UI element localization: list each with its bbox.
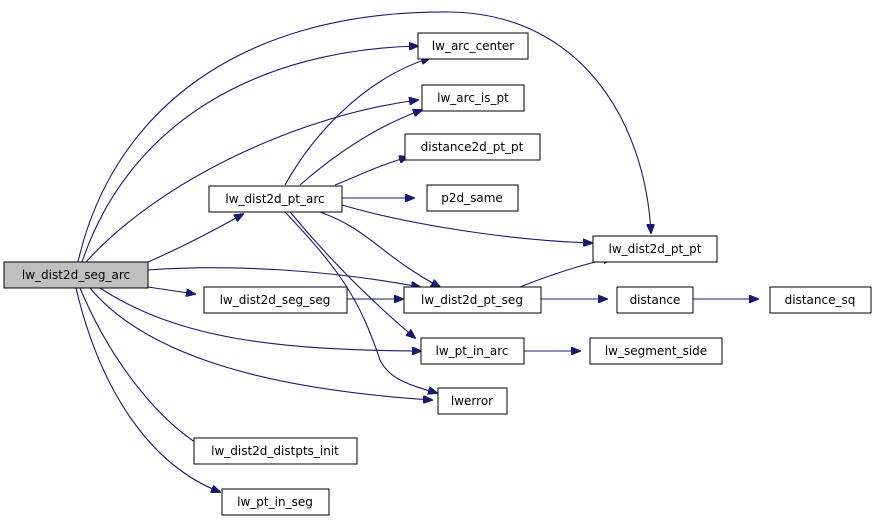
node-box (426, 184, 519, 212)
node-lwerror[interactable]: lwerror (437, 387, 508, 415)
node-box (769, 286, 872, 314)
node-label: lw_dist2d_distpts_init (211, 444, 339, 458)
edge-seg_arc-distpts_init (79, 287, 210, 451)
node-box (417, 32, 529, 60)
node-label: lw_segment_side (605, 344, 707, 358)
node-lw_pt_in_arc[interactable]: lw_pt_in_arc (420, 337, 525, 365)
node-label: lw_pt_in_arc (435, 344, 508, 358)
edge-seg_arc-arc_is_pt (85, 100, 418, 263)
edges (75, 11, 758, 492)
edge-seg_arc-pt_in_arc (99, 287, 421, 351)
node-box (437, 387, 508, 415)
node-lw_pt_in_seg[interactable]: lw_pt_in_seg (221, 488, 330, 516)
node-lw_segment_side[interactable]: lw_segment_side (589, 337, 723, 365)
edge-seg_arc-lwerror (89, 287, 432, 400)
node-label: distance2d_pt_pt (421, 140, 524, 154)
node-box (403, 286, 542, 314)
node-label: lw_dist2d_seg_seg (220, 293, 331, 307)
node-lw_dist2d_pt_seg[interactable]: lw_dist2d_pt_seg (403, 286, 542, 314)
node-box (203, 286, 348, 314)
edge-pt_arc-lwerror (284, 211, 437, 393)
node-lw_arc_center[interactable]: lw_arc_center (417, 32, 529, 60)
node-label: distance_sq (785, 293, 856, 307)
node-label: distance (630, 293, 681, 307)
edge-pt_arc-pt_in_arc (289, 211, 415, 338)
edge-pt_arc-distance2d (334, 157, 408, 186)
node-lw_dist2d_distpts_init[interactable]: lw_dist2d_distpts_init (193, 437, 358, 465)
edge-seg_arc-pt_seg (147, 267, 420, 287)
node-box (404, 133, 541, 161)
node-lw_arc_is_pt[interactable]: lw_arc_is_pt (421, 84, 525, 112)
node-label: lw_arc_is_pt (437, 91, 509, 105)
node-lw_dist2d_seg_arc[interactable]: lw_dist2d_seg_arc (3, 261, 149, 289)
node-lw_dist2d_seg_seg[interactable]: lw_dist2d_seg_seg (203, 286, 348, 314)
node-box (193, 437, 358, 465)
node-distance2d_pt_pt[interactable]: distance2d_pt_pt (404, 133, 541, 161)
node-box (616, 286, 694, 314)
edge-pt_arc-arc_is_pt (299, 110, 422, 186)
edge-seg_arc-pt_pt (77, 11, 651, 263)
node-label: lw_dist2d_seg_arc (22, 268, 130, 282)
node-box (221, 488, 330, 516)
node-distance_sq[interactable]: distance_sq (769, 286, 872, 314)
node-label: lw_pt_in_seg (237, 495, 313, 509)
node-label: p2d_same (441, 191, 503, 205)
node-distance[interactable]: distance (616, 286, 694, 314)
edge-seg_arc-pt_arc (147, 214, 243, 263)
node-box (421, 84, 525, 112)
node-box (3, 261, 149, 289)
edge-seg_arc-arc_center (81, 46, 418, 263)
node-box (420, 337, 525, 365)
node-label: lw_arc_center (432, 39, 514, 53)
node-box (589, 337, 723, 365)
node-label: lw_dist2d_pt_seg (421, 293, 523, 307)
node-box (592, 235, 718, 263)
node-box (208, 185, 343, 213)
node-lw_dist2d_pt_arc[interactable]: lw_dist2d_pt_arc (208, 185, 343, 213)
edge-pt_arc-pt_pt (341, 204, 592, 243)
node-label: lw_dist2d_pt_arc (225, 192, 324, 206)
node-label: lw_dist2d_pt_pt (609, 242, 702, 256)
node-lw_dist2d_pt_pt[interactable]: lw_dist2d_pt_pt (592, 235, 718, 263)
edge-seg_arc-seg_seg (147, 286, 195, 294)
edge-seg_arc-pt_in_seg (75, 287, 220, 492)
edge-pt_arc-arc_center (284, 58, 430, 186)
node-label: lwerror (451, 394, 493, 408)
node-p2d_same[interactable]: p2d_same (426, 184, 519, 212)
edge-pt_arc-pt_seg (319, 211, 440, 287)
